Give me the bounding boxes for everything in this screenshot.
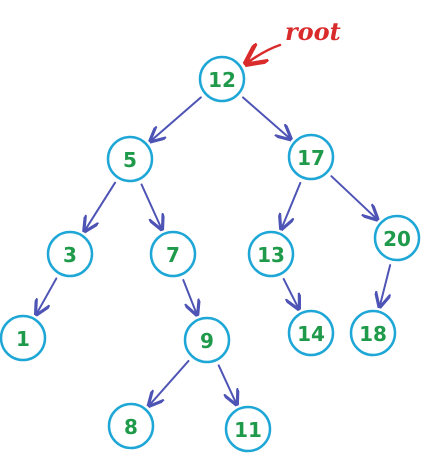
- edges-layer: [37, 96, 392, 405]
- node-circle: [287, 309, 335, 357]
- tree-node-5: 5: [106, 135, 154, 183]
- node-label: 9: [200, 329, 214, 353]
- edge-5-to-3: [85, 181, 117, 231]
- node-label: 17: [297, 146, 325, 170]
- edge-9-to-11: [217, 364, 237, 403]
- edge-5-to-7: [140, 183, 162, 229]
- node-circle: [247, 230, 295, 278]
- tree-node-17: 17: [287, 133, 335, 181]
- tree-node-12: 12: [198, 55, 246, 103]
- node-label: 14: [297, 322, 325, 346]
- node-label: 18: [359, 322, 387, 346]
- node-circle: [373, 214, 421, 262]
- node-circle: [46, 230, 94, 278]
- tree-node-13: 13: [247, 230, 295, 278]
- tree-node-7: 7: [149, 230, 197, 278]
- node-circle: [149, 230, 197, 278]
- edge-17-to-13: [282, 181, 302, 228]
- edge-12-to-5: [151, 96, 202, 140]
- edge-9-to-8: [150, 359, 190, 405]
- node-circle: [107, 402, 155, 450]
- node-label: 20: [383, 227, 411, 251]
- node-label: 3: [63, 243, 77, 267]
- node-circle: [0, 314, 47, 362]
- root-pointer-arrow: [247, 45, 282, 63]
- tree-node-9: 9: [183, 316, 231, 364]
- tree-node-18: 18: [349, 309, 397, 357]
- node-circle: [224, 405, 272, 453]
- node-label: 1: [16, 327, 30, 351]
- nodes-layer: 12 5 17 3 7 13 20 1 9 14 18 8 11: [0, 55, 421, 453]
- tree-node-20: 20: [373, 214, 421, 262]
- node-label: 13: [257, 243, 285, 267]
- node-circle: [349, 309, 397, 357]
- edge-12-to-17: [242, 96, 290, 138]
- edge-20-to-18: [380, 264, 392, 306]
- edge-13-to-14: [282, 277, 299, 308]
- node-label: 7: [166, 243, 180, 267]
- node-label: 11: [234, 418, 262, 442]
- tree-node-1: 1: [0, 314, 47, 362]
- node-circle: [198, 55, 246, 103]
- tree-node-3: 3: [46, 230, 94, 278]
- node-label: 5: [123, 148, 137, 172]
- edge-3-to-1: [37, 277, 58, 313]
- node-circle: [183, 316, 231, 364]
- node-label: 12: [208, 68, 236, 92]
- root-annotation: root: [247, 17, 341, 63]
- root-label: root: [285, 17, 341, 46]
- tree-node-8: 8: [107, 402, 155, 450]
- node-label: 8: [124, 415, 138, 439]
- edge-17-to-20: [330, 175, 376, 219]
- node-circle: [287, 133, 335, 181]
- edge-7-to-9: [182, 279, 196, 314]
- tree-node-14: 14: [287, 309, 335, 357]
- node-circle: [106, 135, 154, 183]
- tree-node-11: 11: [224, 405, 272, 453]
